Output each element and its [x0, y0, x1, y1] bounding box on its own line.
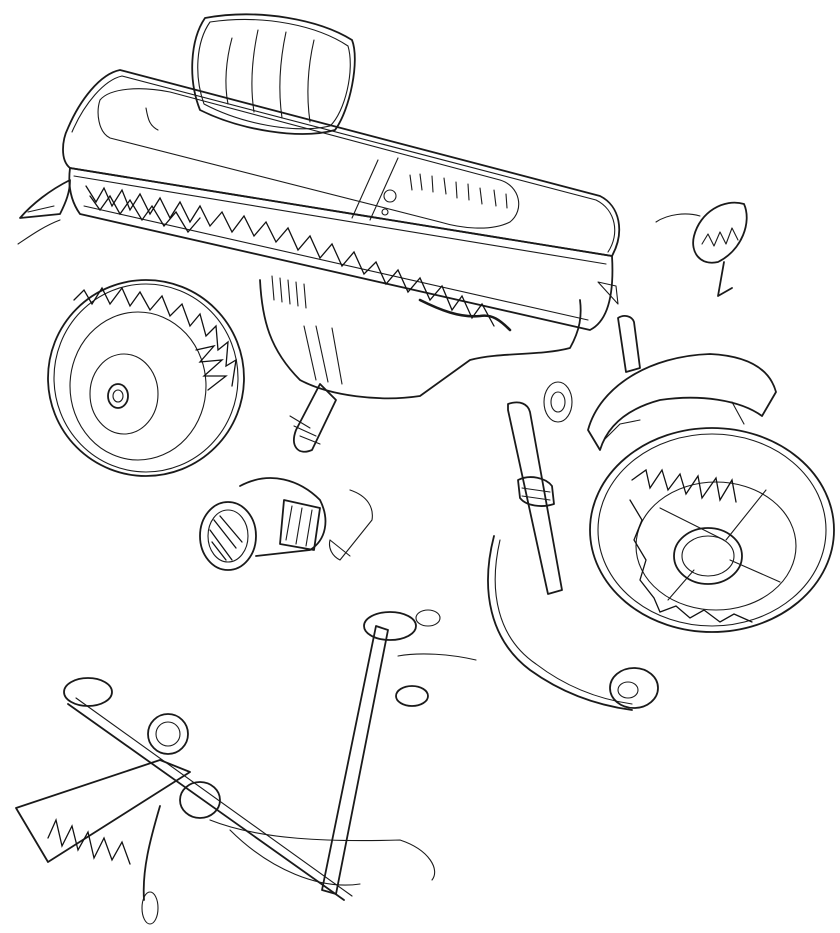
- steering-column: [507, 315, 641, 595]
- axle: [289, 383, 337, 453]
- wheel-left: [47, 279, 245, 477]
- wheel-hub: [199, 477, 373, 571]
- wheel-right: [587, 353, 835, 633]
- tractor-body: [17, 69, 621, 400]
- pedal-crank: [15, 609, 477, 925]
- fender: [487, 535, 659, 711]
- wheel-cap: [543, 201, 748, 423]
